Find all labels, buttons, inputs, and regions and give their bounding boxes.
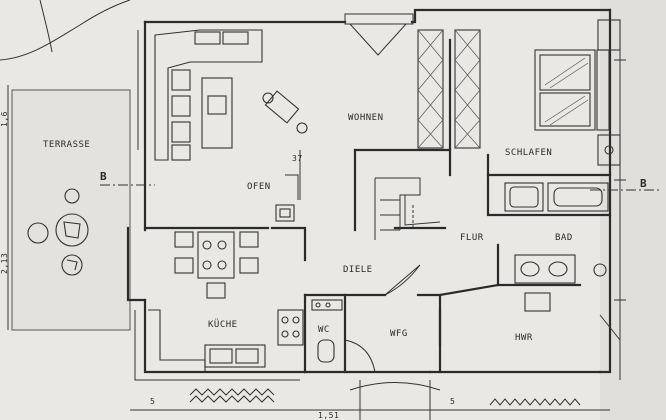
- wardrobe-left: [417, 29, 444, 149]
- dining-table: [174, 231, 259, 299]
- interior-walls: [143, 38, 612, 374]
- room-label-wohnen: WOHNEN: [348, 113, 384, 123]
- double-sink: [514, 254, 607, 284]
- wardrobe-right: [454, 29, 481, 149]
- room-label-diele: DIELE: [343, 265, 373, 275]
- room-label-hwr: HWR: [515, 333, 533, 343]
- armchair-set: [262, 90, 308, 134]
- right-edge-ticks: [614, 20, 626, 380]
- bottom-dim-mid: 1,51: [318, 411, 339, 420]
- bottom-dim-mid2: 5: [450, 397, 455, 406]
- svg-text:B: B: [640, 177, 647, 190]
- wfg-door-swing: [344, 339, 376, 373]
- dimension-37: 37: [292, 154, 303, 163]
- garden-outline-2: [39, 0, 53, 53]
- exterior-walls: [126, 8, 612, 381]
- top-window: [344, 13, 414, 56]
- terrace-table-set: [27, 188, 89, 276]
- left-dim-1: 1,6: [0, 111, 9, 127]
- room-label-flur: FLUR: [460, 233, 484, 243]
- room-label-terrasse: TERRASSE: [43, 140, 90, 150]
- section-mark-right: B: [590, 177, 660, 191]
- svg-text:B: B: [100, 170, 107, 183]
- bottom-dim-left: 5: [150, 397, 155, 406]
- sofa: [154, 29, 263, 161]
- room-label-schlafen: SCHLAFEN: [505, 148, 552, 158]
- entrance-steps: [349, 380, 441, 420]
- bathtub: [504, 182, 609, 212]
- room-label-bad: BAD: [555, 233, 573, 243]
- room-label-wc: WC: [318, 325, 330, 335]
- hwr-fixtures: [524, 292, 621, 341]
- coffee-table: [201, 77, 233, 149]
- left-dim-2: 2,13: [0, 253, 9, 274]
- room-label-wfg: WFG: [390, 329, 408, 339]
- shrubs-bottom: [189, 388, 581, 406]
- terrace-area: [11, 89, 131, 331]
- staircase: [374, 177, 441, 240]
- double-bed: [534, 49, 610, 131]
- oven-stove: [275, 150, 301, 222]
- diele-door-swing: [384, 264, 421, 296]
- room-label-kueche: KÜCHE: [208, 319, 238, 330]
- kitchen-counter: [148, 309, 304, 372]
- garden-outline: [0, 0, 131, 61]
- room-label-ofen: OFEN: [247, 182, 271, 192]
- wc-fixtures: [311, 299, 343, 363]
